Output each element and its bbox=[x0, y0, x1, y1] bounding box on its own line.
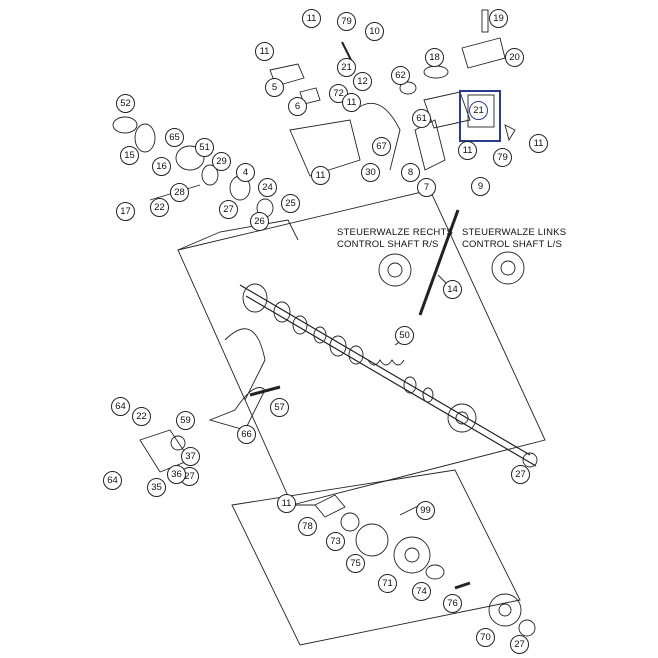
callout-10[interactable]: 10 bbox=[365, 22, 384, 41]
shaft-line bbox=[239, 284, 531, 456]
callout-9[interactable]: 9 bbox=[471, 177, 490, 196]
callout-71[interactable]: 71 bbox=[378, 574, 397, 593]
callout-18[interactable]: 18 bbox=[425, 48, 444, 67]
gear-group-outline bbox=[231, 469, 521, 646]
bearing-74 bbox=[425, 564, 445, 580]
pin-57 bbox=[249, 385, 281, 397]
gear-70 bbox=[488, 593, 522, 627]
callout-37[interactable]: 37 bbox=[181, 447, 200, 466]
callout-11[interactable]: 11 bbox=[311, 166, 330, 185]
callout-11[interactable]: 11 bbox=[342, 93, 361, 112]
callout-79[interactable]: 79 bbox=[337, 12, 356, 31]
callout-79[interactable]: 79 bbox=[493, 148, 512, 167]
spring-clip-67 bbox=[354, 102, 401, 171]
callout-27[interactable]: 27 bbox=[511, 465, 530, 484]
spring-51 bbox=[175, 145, 205, 171]
callout-12[interactable]: 12 bbox=[353, 72, 372, 91]
callout-27[interactable]: 27 bbox=[510, 635, 529, 654]
callout-65[interactable]: 65 bbox=[165, 128, 184, 147]
caption-left-en: CONTROL SHAFT L/S bbox=[462, 239, 563, 250]
control-shaft-left-disc bbox=[491, 251, 525, 285]
caption-left-de: STEUERWALZE LINKS bbox=[462, 227, 567, 238]
callout-11[interactable]: 11 bbox=[458, 141, 477, 160]
shaft-washer bbox=[242, 283, 268, 313]
bearing-73 bbox=[340, 512, 360, 532]
callout-24[interactable]: 24 bbox=[258, 178, 277, 197]
callout-8[interactable]: 8 bbox=[401, 163, 420, 182]
spring-clip bbox=[224, 328, 266, 401]
callout-78[interactable]: 78 bbox=[298, 517, 317, 536]
callout-36[interactable]: 36 bbox=[167, 465, 186, 484]
pin-21 bbox=[467, 94, 495, 128]
callout-75[interactable]: 75 bbox=[346, 554, 365, 573]
control-shaft-right-disc bbox=[378, 253, 412, 287]
spring-18 bbox=[423, 65, 449, 79]
callout-57[interactable]: 57 bbox=[270, 398, 289, 417]
callout-19[interactable]: 19 bbox=[489, 9, 508, 28]
callout-22[interactable]: 22 bbox=[132, 407, 151, 426]
block-20 bbox=[461, 37, 506, 69]
seal-75 bbox=[355, 523, 389, 557]
lever-plate bbox=[289, 119, 361, 177]
callout-64[interactable]: 64 bbox=[103, 471, 122, 490]
rod-14 bbox=[418, 209, 460, 316]
shaft-spring bbox=[367, 359, 405, 366]
callout-21[interactable]: 21 bbox=[337, 58, 356, 77]
callout-11[interactable]: 11 bbox=[529, 134, 548, 153]
callout-4[interactable]: 4 bbox=[236, 163, 255, 182]
callout-30[interactable]: 30 bbox=[361, 163, 380, 182]
gear-71 bbox=[393, 536, 431, 574]
callout-20[interactable]: 20 bbox=[505, 48, 524, 67]
caption-right-en: CONTROL SHAFT R/S bbox=[337, 239, 439, 250]
callout-27[interactable]: 27 bbox=[219, 200, 238, 219]
callout-15[interactable]: 15 bbox=[120, 146, 139, 165]
callout-51[interactable]: 51 bbox=[195, 138, 214, 157]
callout-35[interactable]: 35 bbox=[147, 478, 166, 497]
callout-73[interactable]: 73 bbox=[326, 532, 345, 551]
callout-11[interactable]: 11 bbox=[302, 9, 321, 28]
callout-16[interactable]: 16 bbox=[152, 157, 171, 176]
shaft-gear bbox=[447, 403, 477, 433]
callout-29[interactable]: 29 bbox=[212, 152, 231, 171]
caption-right-de: STEUERWALZE RECHTS bbox=[337, 227, 454, 238]
callout-5[interactable]: 5 bbox=[265, 78, 284, 97]
callout-highlighted[interactable]: 21 bbox=[469, 101, 488, 120]
callout-26[interactable]: 26 bbox=[250, 212, 269, 231]
callout-6[interactable]: 6 bbox=[288, 97, 307, 116]
callout-14[interactable]: 14 bbox=[443, 280, 462, 299]
callout-59[interactable]: 59 bbox=[176, 411, 195, 430]
cap-52 bbox=[112, 116, 138, 134]
callout-70[interactable]: 70 bbox=[476, 628, 495, 647]
control-shaft-group-outline bbox=[177, 189, 546, 506]
highlighted-part-box[interactable] bbox=[459, 90, 501, 142]
callout-50[interactable]: 50 bbox=[395, 326, 414, 345]
callout-11[interactable]: 11 bbox=[277, 494, 296, 513]
callout-11[interactable]: 11 bbox=[255, 42, 274, 61]
o-ring-29 bbox=[201, 164, 219, 186]
callout-52[interactable]: 52 bbox=[116, 94, 135, 113]
callout-62[interactable]: 62 bbox=[391, 66, 410, 85]
arm-78 bbox=[314, 494, 346, 518]
callout-17[interactable]: 17 bbox=[116, 202, 135, 221]
callout-25[interactable]: 25 bbox=[281, 194, 300, 213]
callout-61[interactable]: 61 bbox=[412, 109, 431, 128]
callout-7[interactable]: 7 bbox=[417, 178, 436, 197]
callout-67[interactable]: 67 bbox=[372, 137, 391, 156]
callout-28[interactable]: 28 bbox=[170, 183, 189, 202]
callout-66[interactable]: 66 bbox=[237, 425, 256, 444]
callout-64[interactable]: 64 bbox=[111, 397, 130, 416]
callout-74[interactable]: 74 bbox=[412, 582, 431, 601]
bolt-19 bbox=[481, 9, 489, 33]
callout-99[interactable]: 99 bbox=[416, 501, 435, 520]
callout-22[interactable]: 22 bbox=[150, 198, 169, 217]
callout-76[interactable]: 76 bbox=[443, 594, 462, 613]
